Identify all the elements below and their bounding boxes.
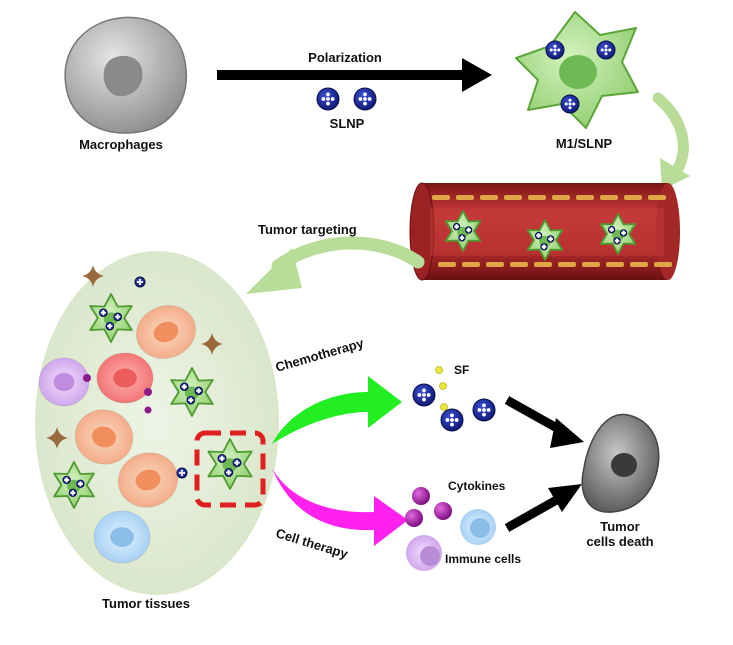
m1-macrophage <box>89 293 133 343</box>
macrophage-cell <box>64 16 187 134</box>
arrows-to-tumor-death <box>504 396 584 532</box>
tumor-tissue <box>35 251 279 595</box>
slnp-particles <box>316 87 377 111</box>
nanoparticle <box>353 87 377 111</box>
label-macrophages: Macrophages <box>79 137 163 152</box>
nanoparticle <box>464 226 473 234</box>
nanoparticle <box>62 475 71 485</box>
nanoparticle <box>560 94 580 114</box>
m1-macrophage <box>599 213 637 255</box>
tissue-cell <box>74 409 134 465</box>
label-tumor-tissues: Tumor tissues <box>102 596 190 611</box>
label-cytokines: Cytokines <box>448 479 506 493</box>
nanoparticle <box>76 479 85 489</box>
nanoparticle <box>179 382 189 392</box>
cytokines-spheres <box>405 487 452 527</box>
nanoparticle <box>186 395 196 405</box>
vessel-m1-cells <box>444 210 637 261</box>
sparkle-star <box>46 427 68 449</box>
m1-macrophage <box>53 461 95 509</box>
m1-slnp-cell <box>515 11 639 129</box>
tumor-tissue-cells <box>38 265 253 564</box>
m1-macrophage <box>444 210 482 252</box>
m1-internal-particles <box>545 40 616 114</box>
label-tumor-cells-death: Tumor cells death <box>586 519 654 550</box>
nanoparticle <box>176 467 188 479</box>
nanoparticle <box>540 243 548 251</box>
label-tumor-targeting: Tumor targeting <box>258 222 357 237</box>
m1-macrophage <box>207 438 253 490</box>
tumor-death-cell <box>581 413 660 513</box>
nanoparticle <box>105 321 115 331</box>
m1-macrophage <box>526 219 564 261</box>
label-polarization: Polarization <box>308 50 382 65</box>
nanoparticle <box>596 40 616 60</box>
nanoparticle <box>534 231 543 240</box>
nanoparticle <box>316 87 340 111</box>
nanoparticle <box>98 308 108 318</box>
nanoparticle <box>113 312 123 322</box>
nanoparticle <box>68 488 78 498</box>
nanoparticle <box>134 276 146 288</box>
label-tumor-cells-death-line2: cells death <box>586 533 654 549</box>
curved-arrow-to-vessel <box>652 92 690 190</box>
sparkle-star <box>201 333 223 355</box>
tissue-cell <box>38 357 90 407</box>
label-immune-cells: Immune cells <box>445 552 522 566</box>
label-slnp: SLNP <box>329 116 365 131</box>
nanoparticle <box>224 468 234 477</box>
tissue-cell <box>135 305 197 359</box>
m1-macrophage <box>170 367 214 417</box>
nanoparticle <box>619 229 628 237</box>
immune-cells <box>406 509 496 571</box>
highlight-box <box>194 430 266 508</box>
nanoparticle <box>613 237 621 245</box>
tissue-cell <box>96 352 154 404</box>
chemotherapy-particles <box>412 366 496 432</box>
nanoparticle <box>194 386 204 396</box>
label-m1-slnp: M1/SLNP <box>555 136 613 151</box>
nanoparticle <box>607 225 616 234</box>
label-sf: SF <box>454 363 470 377</box>
nanoparticle <box>217 454 227 463</box>
nanoparticle <box>232 458 242 468</box>
tissue-cell <box>117 452 179 508</box>
cell-therapy-arrow <box>272 468 408 546</box>
nanoparticle <box>472 398 496 422</box>
nanoparticle <box>546 235 555 243</box>
nanoparticle <box>458 234 466 242</box>
nanoparticle <box>452 222 461 231</box>
nanoparticle <box>412 383 436 407</box>
nanoparticle <box>545 40 565 60</box>
tissue-cell <box>93 510 151 564</box>
tumor-targeting-arrow <box>246 236 425 294</box>
chemotherapy-arrow <box>272 376 402 444</box>
polarization-arrow <box>217 58 492 92</box>
nanoparticle <box>440 408 464 432</box>
vessel-wall-cells <box>432 195 672 267</box>
sparkle-star <box>82 265 104 287</box>
label-tumor-cells-death-line1: Tumor <box>600 519 640 534</box>
